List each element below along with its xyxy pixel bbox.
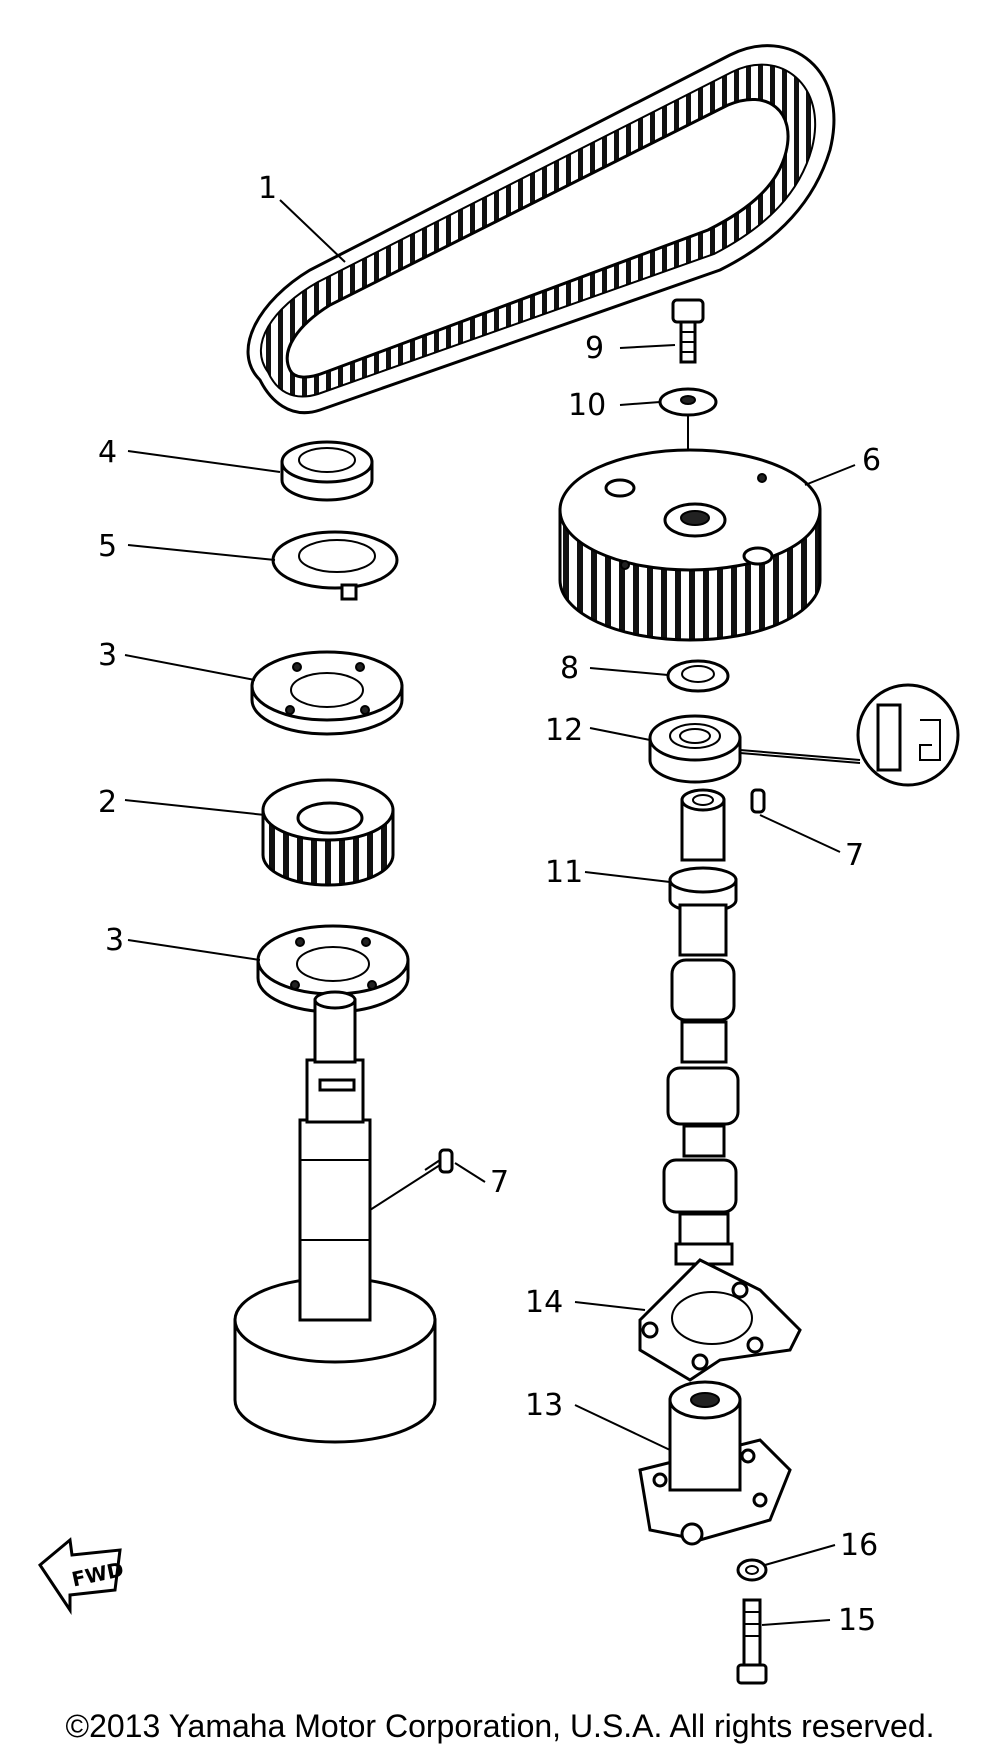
oil-seal-8: [666, 659, 730, 693]
callout-11: 11: [545, 855, 583, 890]
callout-7-crank: 7: [490, 1165, 509, 1200]
callout-1: 1: [258, 171, 277, 206]
callout-5: 5: [98, 529, 117, 564]
seal-detail-inset: [856, 683, 960, 787]
copyright-notice: ©2013 Yamaha Motor Corporation, U.S.A. A…: [65, 1708, 935, 1744]
key-7-cam: [750, 788, 766, 814]
timing-belt: [246, 44, 836, 415]
callout-9: 9: [585, 331, 604, 366]
cam-pulley: [558, 448, 822, 642]
camshaft: [662, 788, 740, 1266]
pump-housing-13: [638, 1380, 792, 1546]
fwd-arrow-icon: FWD: [38, 1537, 126, 1615]
callout-14: 14: [525, 1285, 563, 1320]
callout-3-lower: 3: [105, 923, 124, 958]
callout-10: 10: [568, 388, 606, 423]
callout-2: 2: [98, 785, 117, 820]
callout-3-upper: 3: [98, 638, 117, 673]
crankshaft: [233, 990, 437, 1444]
callout-13: 13: [525, 1388, 563, 1423]
gasket-14: [638, 1258, 802, 1382]
plate-3-lower: [256, 924, 410, 1014]
bolt-15: [736, 1598, 768, 1685]
oil-seal-12: [648, 714, 861, 784]
plate-3-upper: [250, 650, 404, 736]
bolt-9: [671, 298, 705, 364]
callout-12: 12: [545, 713, 583, 748]
callout-8: 8: [560, 651, 579, 686]
key-7-crank: [438, 1148, 454, 1174]
callout-16: 16: [840, 1528, 878, 1563]
crank-pulley-2: [261, 778, 395, 887]
leader-lines: [124, 199, 856, 1626]
nut-4: [280, 440, 374, 502]
lock-washer-5: [271, 530, 399, 601]
callout-6: 6: [862, 443, 881, 478]
parts-diagram: FWD 1 9 10 6 4 5 3 2 3 8 12 7: [38, 44, 960, 1685]
callout-15: 15: [838, 1603, 876, 1638]
callout-4: 4: [98, 435, 117, 470]
washer-16: [736, 1558, 768, 1582]
callout-labels: 1 9 10 6 4 5 3 2 3 8 12 7 11 7 14 13 16 …: [98, 171, 881, 1638]
callout-7-cam: 7: [845, 838, 864, 873]
